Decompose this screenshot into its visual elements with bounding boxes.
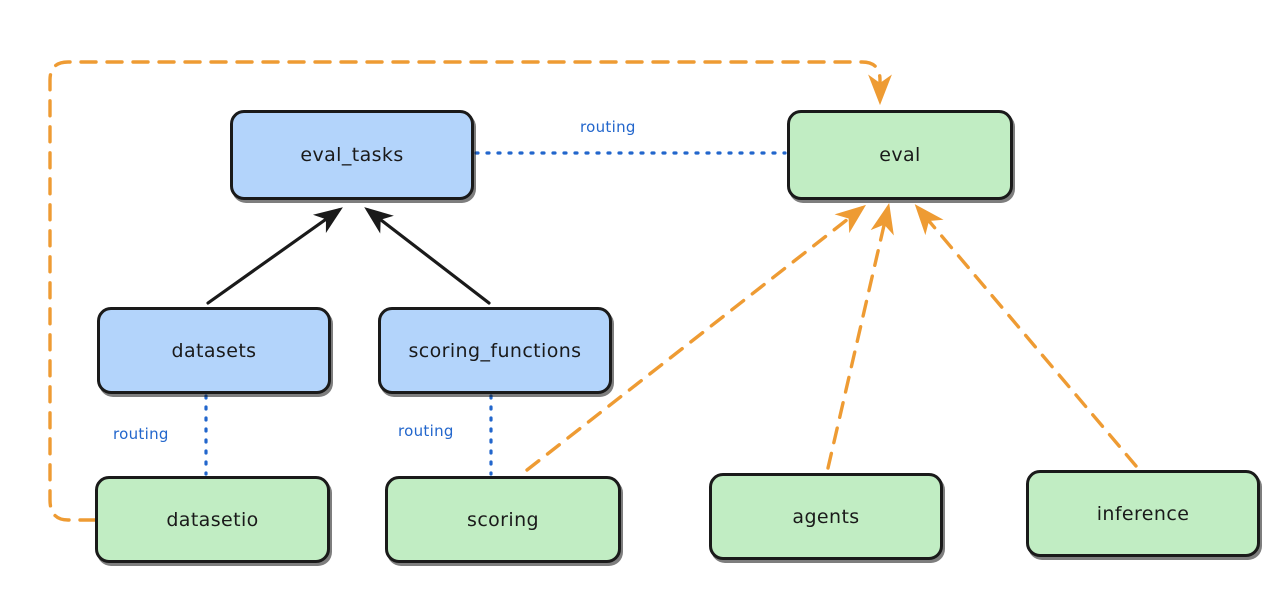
edge-scoring-functions-to-eval-tasks bbox=[364, 207, 491, 305]
node-eval-tasks-label: eval_tasks bbox=[300, 144, 404, 166]
node-eval[interactable]: eval bbox=[787, 110, 1013, 200]
node-scoring[interactable]: scoring bbox=[385, 476, 621, 563]
node-scoring-functions-label: scoring_functions bbox=[408, 339, 582, 362]
edge-label-routing-datasets-datasetio: routing bbox=[113, 425, 169, 443]
edge-label-routing-eval-tasks-eval: routing bbox=[580, 118, 636, 136]
edge-label-routing-scoring-functions-scoring: routing bbox=[398, 422, 454, 440]
node-scoring-label: scoring bbox=[467, 508, 539, 531]
node-scoring-functions[interactable]: scoring_functions bbox=[378, 307, 612, 394]
node-datasetio[interactable]: datasetio bbox=[95, 476, 330, 563]
edge-agents-to-eval bbox=[826, 203, 894, 470]
node-inference-label: inference bbox=[1096, 502, 1190, 525]
node-eval-label: eval bbox=[879, 144, 921, 166]
edge-inference-to-eval bbox=[914, 204, 1138, 468]
node-agents-label: agents bbox=[792, 505, 860, 528]
node-datasetio-label: datasetio bbox=[166, 508, 259, 531]
node-datasets[interactable]: datasets bbox=[97, 307, 331, 394]
node-datasets-label: datasets bbox=[171, 339, 257, 362]
node-agents[interactable]: agents bbox=[709, 473, 943, 560]
edge-datasets-to-eval-tasks bbox=[206, 207, 343, 305]
node-inference[interactable]: inference bbox=[1026, 470, 1260, 557]
node-eval-tasks[interactable]: eval_tasks bbox=[230, 110, 474, 200]
